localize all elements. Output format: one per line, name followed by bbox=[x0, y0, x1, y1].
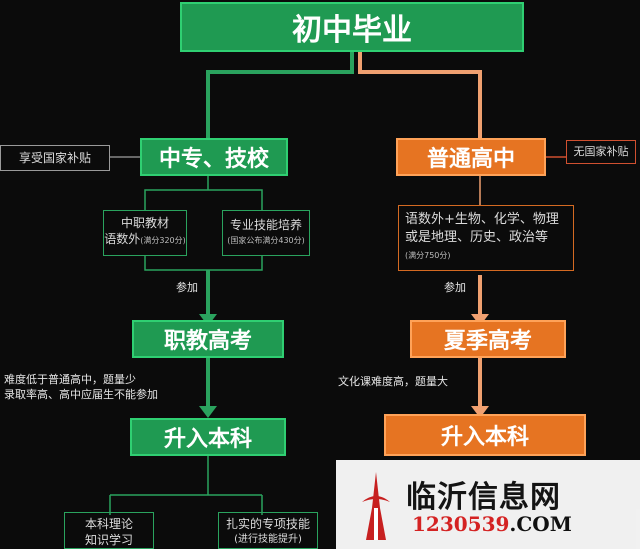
connector-left-outputs bbox=[109, 455, 263, 515]
left-track-textbook: 中职教材 语数外(满分320分) bbox=[103, 210, 187, 256]
left-track-textbook-score: (满分320分) bbox=[140, 236, 186, 245]
node-vocational-exam-label: 职教高考 bbox=[163, 329, 252, 354]
node-vocational-school: 中专、技校 bbox=[140, 138, 288, 176]
left-side-note: 享受国家补贴 bbox=[0, 145, 110, 171]
node-general-high-school: 普通高中 bbox=[396, 138, 546, 176]
node-right-upgrade-bachelor: 升入本科 bbox=[384, 414, 586, 456]
watermark-domain: 1230539.COM bbox=[412, 512, 572, 536]
left-track-textbook-line1: 中职教材 bbox=[120, 216, 169, 230]
node-general-high-school-label: 普通高中 bbox=[426, 147, 515, 172]
connector-left-merge bbox=[144, 255, 263, 271]
watermark-site-name: 临沂信息网 bbox=[406, 480, 561, 515]
left-exam-note-line2: 录取率高、高中应届生不能参加 bbox=[4, 388, 158, 401]
node-vocational-school-label: 中专、技校 bbox=[158, 147, 269, 172]
watermark-domain-suffix: .COM bbox=[509, 512, 572, 536]
left-side-note-label: 享受国家补贴 bbox=[18, 151, 91, 165]
arrowhead-left-upgrade bbox=[199, 406, 217, 418]
node-junior-high-graduation-label: 初中毕业 bbox=[292, 13, 412, 48]
connector-top-to-left bbox=[206, 52, 354, 138]
node-junior-high-graduation: 初中毕业 bbox=[180, 2, 524, 52]
watermark-logo bbox=[362, 472, 390, 540]
arrowhead-right-upgrade bbox=[471, 406, 489, 418]
watermark-panel: 临沂信息网 1230539.COM bbox=[336, 460, 640, 549]
node-left-upgrade-bachelor: 升入本科 bbox=[130, 418, 286, 456]
right-side-note-label: 无国家补贴 bbox=[573, 145, 629, 158]
right-side-note: 无国家补贴 bbox=[566, 140, 636, 164]
right-subjects: 语数外+生物、化学、物理 或是地理、历史、政治等 (满分750分) bbox=[398, 205, 574, 271]
left-outcome-theory-line1: 本科理论 bbox=[84, 517, 133, 531]
left-exam-note-line1: 难度低于普通高中，题量少 bbox=[4, 373, 136, 386]
node-vocational-exam: 职教高考 bbox=[132, 320, 284, 358]
left-exam-note: 难度低于普通高中，题量少 录取率高、高中应届生不能参加 bbox=[4, 372, 204, 402]
left-outcome-skills: 扎实的专项技能 (进行技能提升) bbox=[218, 512, 318, 549]
right-subjects-score: (满分750分) bbox=[405, 251, 451, 260]
left-outcome-theory-line2: 知识学习 bbox=[84, 533, 133, 547]
right-subjects-line1: 语数外+生物、化学、物理 bbox=[405, 212, 559, 227]
right-exam-note: 文化课难度高，题量大 bbox=[338, 375, 448, 388]
left-join-label: 参加 bbox=[176, 281, 198, 294]
left-track-textbook-line2: 语数外 bbox=[104, 232, 141, 246]
right-join-label: 参加 bbox=[444, 281, 466, 294]
left-track-textbook-line2-row: 语数外(满分320分) bbox=[104, 231, 186, 249]
node-summer-exam: 夏季高考 bbox=[410, 320, 566, 358]
left-track-skills-score: (国家公布满分430分) bbox=[227, 236, 305, 245]
connector-left-branch bbox=[144, 175, 263, 210]
connector-top-to-right bbox=[358, 52, 482, 138]
right-subjects-line2: 或是地理、历史、政治等 bbox=[405, 230, 549, 245]
node-left-upgrade-bachelor-label: 升入本科 bbox=[163, 427, 252, 452]
left-track-skills-line1: 专业技能培养 bbox=[229, 218, 302, 232]
left-outcome-theory: 本科理论 知识学习 bbox=[64, 512, 154, 549]
left-track-skills: 专业技能培养 (国家公布满分430分) bbox=[222, 210, 310, 256]
left-outcome-skills-line1: 扎实的专项技能 bbox=[225, 517, 310, 531]
node-summer-exam-label: 夏季高考 bbox=[443, 329, 532, 354]
watermark-domain-number: 1230539 bbox=[412, 512, 510, 536]
node-right-upgrade-bachelor-label: 升入本科 bbox=[440, 425, 529, 450]
left-outcome-skills-line2: (进行技能提升) bbox=[234, 534, 302, 545]
